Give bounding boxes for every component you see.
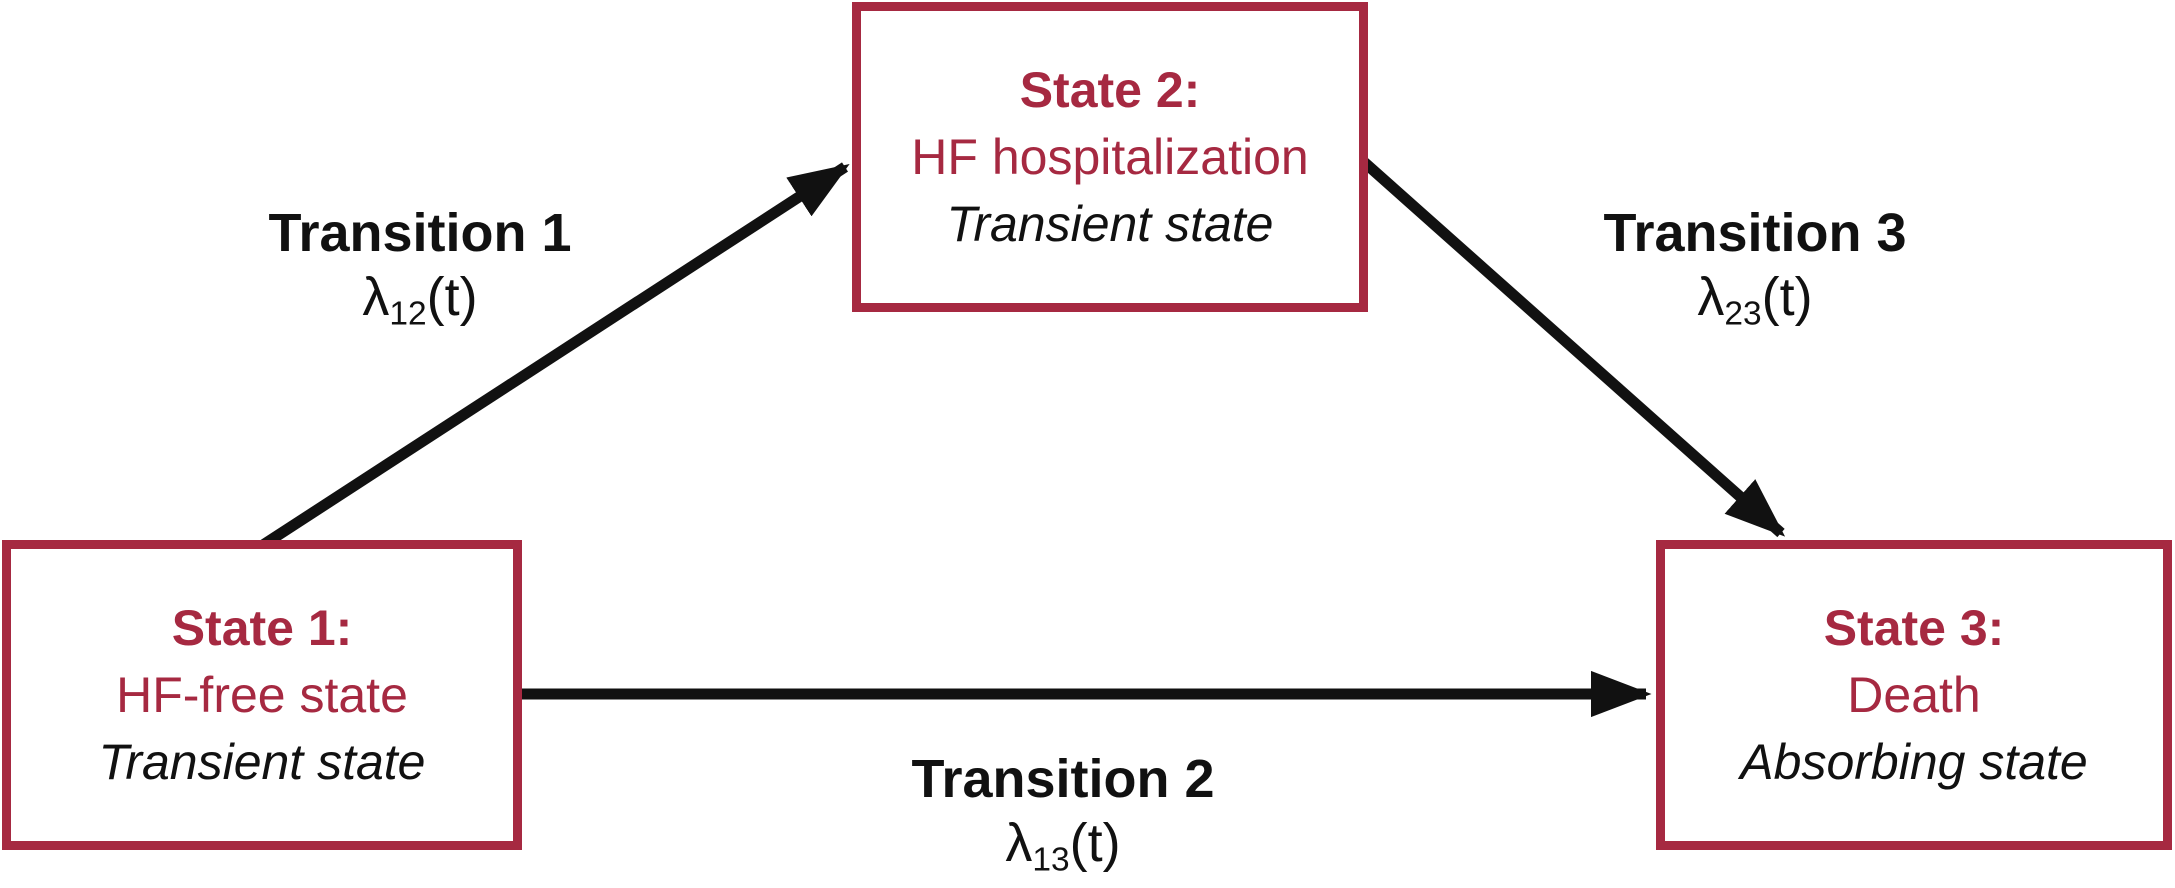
transition-rate: λ12(t) — [210, 264, 630, 333]
rate-suffix: (t) — [1761, 267, 1813, 327]
transition-rate: λ23(t) — [1545, 264, 1965, 333]
state-title: State 2: — [1019, 61, 1201, 118]
transition-title: Transition 1 — [268, 203, 572, 263]
state-name: Death — [1847, 666, 1981, 723]
state-box-death: State 3: Death Absorbing state — [1656, 540, 2172, 850]
rate-suffix: (t) — [426, 267, 478, 327]
state-box-hf-free: State 1: HF-free state Transient state — [2, 540, 522, 850]
rate-subscript: 12 — [389, 295, 427, 333]
state-title: State 3: — [1823, 599, 2005, 656]
state-type: Transient state — [946, 195, 1274, 252]
rate-subscript: 23 — [1724, 295, 1762, 333]
rate-symbol: λ — [362, 267, 390, 327]
transition-2-label: Transition 2 λ13(t) — [853, 748, 1273, 879]
state-title: State 1: — [171, 599, 353, 656]
transition-rate: λ13(t) — [853, 810, 1273, 879]
rate-subscript: 13 — [1032, 841, 1070, 879]
state-type: Absorbing state — [1740, 733, 2088, 790]
transition-title: Transition 2 — [911, 749, 1215, 809]
state-name: HF-free state — [116, 666, 408, 723]
rate-suffix: (t) — [1069, 813, 1121, 873]
state-type: Transient state — [98, 733, 426, 790]
transition-title: Transition 3 — [1603, 203, 1907, 263]
rate-symbol: λ — [1697, 267, 1725, 327]
transition-3-label: Transition 3 λ23(t) — [1545, 202, 1965, 333]
rate-symbol: λ — [1005, 813, 1033, 873]
transition-1-label: Transition 1 λ12(t) — [210, 202, 630, 333]
state-box-hf-hospitalization: State 2: HF hospitalization Transient st… — [852, 2, 1368, 312]
state-name: HF hospitalization — [911, 128, 1309, 185]
